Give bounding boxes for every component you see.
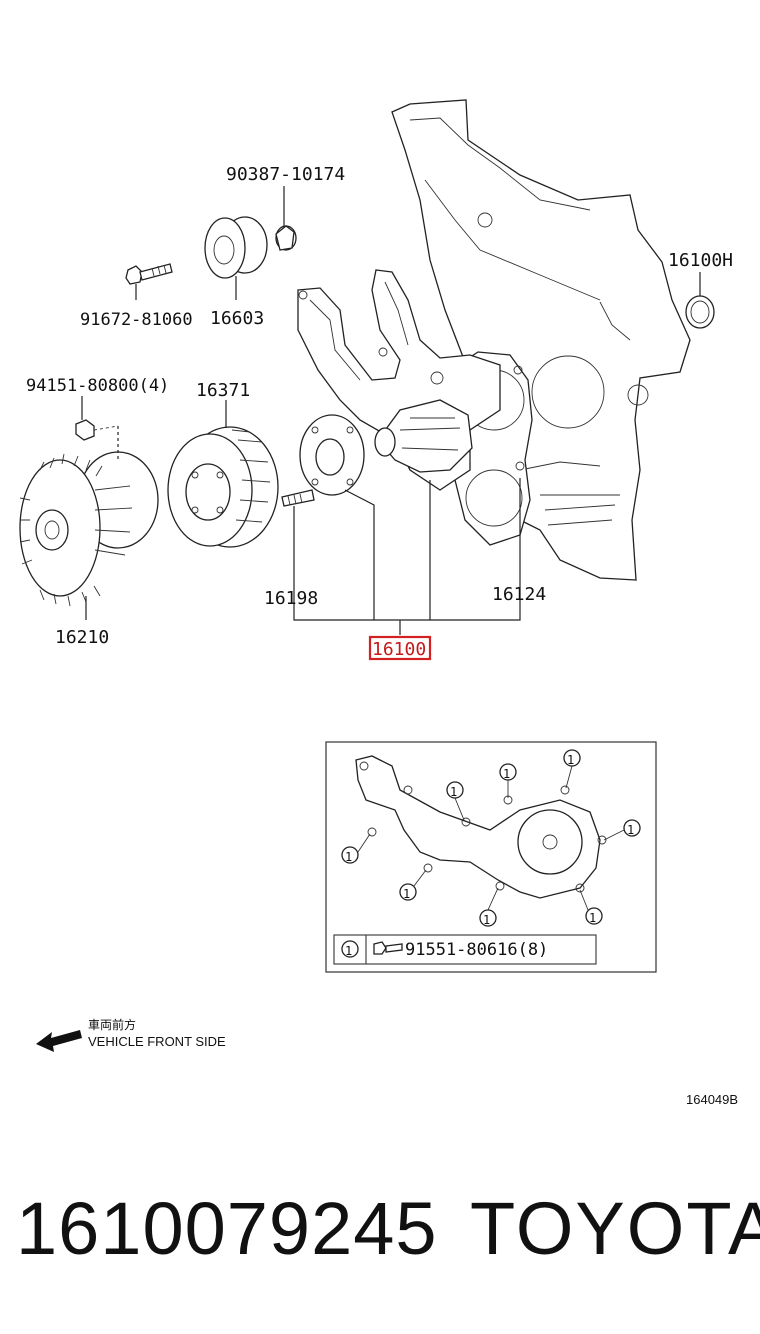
diagram-ref-code: 164049B [686,1092,739,1107]
label-16100h: 16100H [668,250,733,271]
bolt-91672 [125,263,173,285]
label-16210: 16210 [55,627,109,648]
pump-pulley-flange [299,414,365,496]
pulley-16371 [167,426,279,548]
fan-clutch-16210 [19,451,159,607]
footer-brand: TOYOTA [470,1187,760,1270]
label-16100: 16100 [372,639,426,660]
bushing-90387 [275,225,297,251]
svg-text:1: 1 [627,823,634,837]
inset-detail: 1 1 1 1 1 1 1 1 1 91551-80616(8) [325,741,657,973]
stud-16198 [281,489,315,507]
vehicle-front-english: VEHICLE FRONT SIDE [88,1034,226,1049]
timing-cover [391,99,691,581]
nut-94151 [75,419,95,441]
footer-part-number: 1610079245 [16,1187,438,1270]
label-16198: 16198 [264,588,318,609]
label-16124: 16124 [492,584,546,605]
water-pump-body [297,269,501,491]
idler-pulley-16603 [204,216,268,279]
vehicle-front-chinese: 車両前方 [88,1018,137,1032]
label-16371: 16371 [196,380,250,401]
label-91672-81060: 91672-81060 [80,310,193,330]
label-94151-80800: 94151-80800(4) [26,376,169,396]
inset-callouts: 1 1 1 1 1 1 1 1 [341,749,641,927]
bolt-icon [373,941,403,955]
label-90387-10174: 90387-10174 [226,164,345,185]
svg-text:1: 1 [345,850,352,864]
svg-text:1: 1 [403,887,410,901]
inset-legend-mark: 1 [345,944,352,958]
highlight-box-16100 [368,635,432,661]
svg-text:1: 1 [450,785,457,799]
label-16603: 16603 [210,308,264,329]
leader-lines [81,186,701,635]
inset-legend-part: 91551-80616(8) [405,940,548,960]
svg-text:1: 1 [483,913,490,927]
svg-text:1: 1 [567,753,574,767]
front-arrow-icon [36,1030,82,1052]
svg-text:1: 1 [503,767,510,781]
svg-text:1: 1 [589,911,596,925]
